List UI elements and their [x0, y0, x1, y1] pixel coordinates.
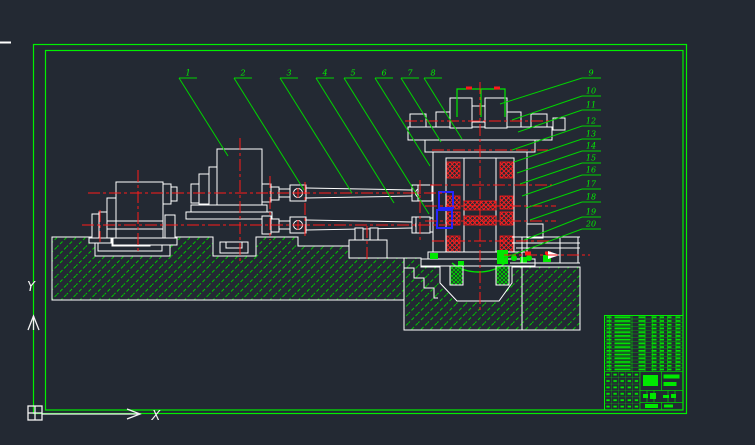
callout-13: 13 — [513, 130, 601, 163]
callout-label: 14 — [586, 142, 596, 151]
drawing-frame — [32, 43, 688, 415]
callout-7: 7 — [400, 69, 442, 143]
ucs-y-label: Y — [27, 280, 36, 295]
title-block — [604, 315, 684, 411]
callout-18: 18 — [529, 193, 601, 221]
callout-label: 8 — [430, 69, 435, 78]
callout-10: 10 — [511, 87, 601, 121]
callout-label: 13 — [586, 130, 596, 139]
centerlines — [82, 82, 590, 312]
callout-16: 16 — [521, 166, 601, 197]
callout-15: 15 — [519, 154, 601, 185]
blue-detail-boxes — [436, 191, 454, 229]
callout-label: 5 — [350, 69, 355, 78]
callout-2: 2 — [233, 69, 305, 191]
callout-label: 2 — [239, 69, 245, 78]
callout-14: 14 — [516, 142, 601, 174]
callouts-top: 1 2 3 4 5 6 7 8 — [178, 69, 463, 215]
callout-9: 9 — [499, 69, 601, 105]
callout-label: 3 — [286, 69, 291, 78]
callout-label: 15 — [586, 154, 596, 163]
callout-12: 12 — [511, 117, 601, 151]
callout-19: 19 — [523, 208, 601, 241]
callout-20: 20 — [503, 220, 601, 259]
callout-label: 19 — [586, 208, 596, 217]
foundation — [51, 236, 581, 331]
ucs-x-label: X — [151, 409, 162, 424]
callout-3: 3 — [279, 69, 353, 194]
callout-8: 8 — [423, 69, 463, 140]
ucs-icon: X Y — [27, 280, 162, 424]
callout-6: 6 — [374, 69, 431, 167]
callouts-right: 9 10 11 12 13 14 15 16 17 18 19 20 — [499, 69, 601, 259]
callout-label: 12 — [586, 117, 596, 126]
lifting-clamp — [456, 88, 506, 117]
callout-11: 11 — [517, 101, 601, 133]
callout-label: 10 — [586, 87, 596, 96]
callout-label: 6 — [381, 69, 386, 78]
callout-5: 5 — [343, 69, 430, 215]
callout-17: 17 — [525, 180, 601, 209]
callout-label: 9 — [588, 69, 593, 78]
callout-label: 17 — [586, 180, 597, 189]
callout-label: 11 — [586, 101, 596, 110]
callout-label: 4 — [321, 69, 327, 78]
callout-label: 18 — [586, 193, 596, 202]
callout-1: 1 — [178, 69, 229, 157]
callout-label: 16 — [586, 166, 596, 175]
callout-4: 4 — [315, 69, 395, 204]
callout-label: 7 — [407, 69, 413, 78]
anchor-bolts — [449, 265, 510, 286]
callout-label: 20 — [585, 220, 596, 229]
green-fixtures — [430, 250, 551, 266]
callout-label: 1 — [185, 69, 190, 78]
